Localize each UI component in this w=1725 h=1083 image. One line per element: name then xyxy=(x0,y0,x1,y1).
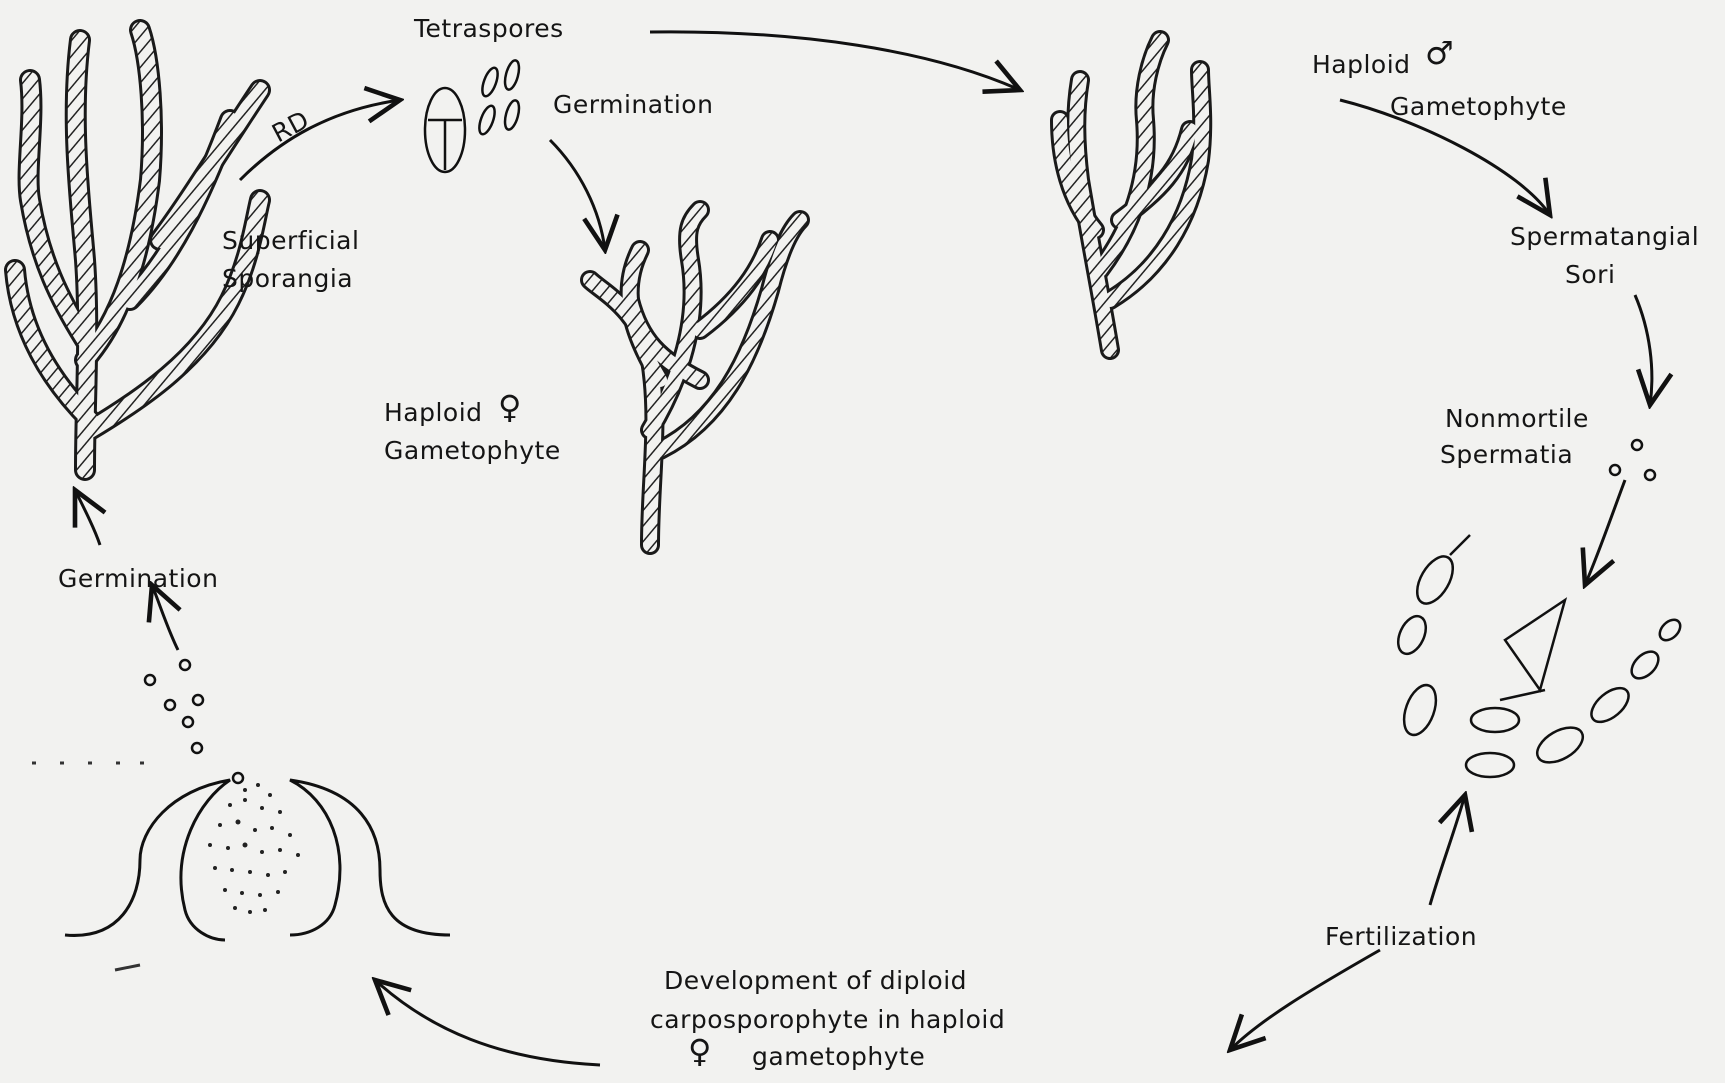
arrow-carpospores-release xyxy=(152,585,178,650)
label-superficial: Superficial xyxy=(222,226,359,256)
label-development-1: Development of diploid xyxy=(664,966,967,996)
label-nonmotile: Nonmortile xyxy=(1445,404,1589,434)
arrow-sori-to-spermatia xyxy=(1635,295,1652,405)
female-symbol-bottom: ♀ xyxy=(688,1036,712,1066)
label-spermatia: Spermatia xyxy=(1440,440,1573,470)
arrow-germination-to-sporophyte xyxy=(75,490,100,545)
cycle-arrows xyxy=(75,32,1652,1065)
fertilization-cells xyxy=(1393,535,1684,777)
carpospore-speckles xyxy=(208,783,300,914)
tetraspore-cluster xyxy=(425,59,522,172)
label-gametophyte-female: Gametophyte xyxy=(384,436,561,466)
label-gametophyte-male: Gametophyte xyxy=(1390,92,1567,122)
label-haploid-female: Haploid xyxy=(384,398,483,428)
spermatia-dots xyxy=(1610,440,1655,480)
label-tetraspores: Tetraspores xyxy=(414,14,564,44)
label-sori: Sori xyxy=(1565,260,1615,290)
stray-marks xyxy=(32,763,144,970)
label-germination-top: Germination xyxy=(553,90,713,120)
female-symbol-top: ♀ xyxy=(498,392,522,422)
cystocarp xyxy=(65,780,450,940)
released-carpospores xyxy=(145,660,243,783)
label-sporangia: Sporangia xyxy=(222,264,353,294)
male-symbol: ♂ xyxy=(1425,38,1454,68)
male-gametophyte-thallus xyxy=(1060,40,1202,350)
arrow-sporophyte-to-tetraspores xyxy=(240,100,400,180)
arrow-germination-to-female xyxy=(550,140,605,250)
label-development-2: carposporophyte in haploid xyxy=(650,1005,1005,1035)
arrow-spermatia-to-cells xyxy=(1585,480,1625,585)
arrow-tetraspores-to-male xyxy=(650,32,1020,90)
arrow-fertilization-to-development xyxy=(1230,950,1380,1050)
label-fertilization: Fertilization xyxy=(1325,922,1477,952)
label-germination-left: Germination xyxy=(58,564,218,594)
female-gametophyte-thallus xyxy=(590,210,800,545)
arrow-development-to-cystocarp xyxy=(375,980,600,1065)
arrow-fertilization-up xyxy=(1430,795,1465,905)
label-development-3: gametophyte xyxy=(752,1042,925,1072)
label-haploid-male: Haploid xyxy=(1312,50,1411,80)
label-spermatangial: Spermatangial xyxy=(1510,222,1699,252)
